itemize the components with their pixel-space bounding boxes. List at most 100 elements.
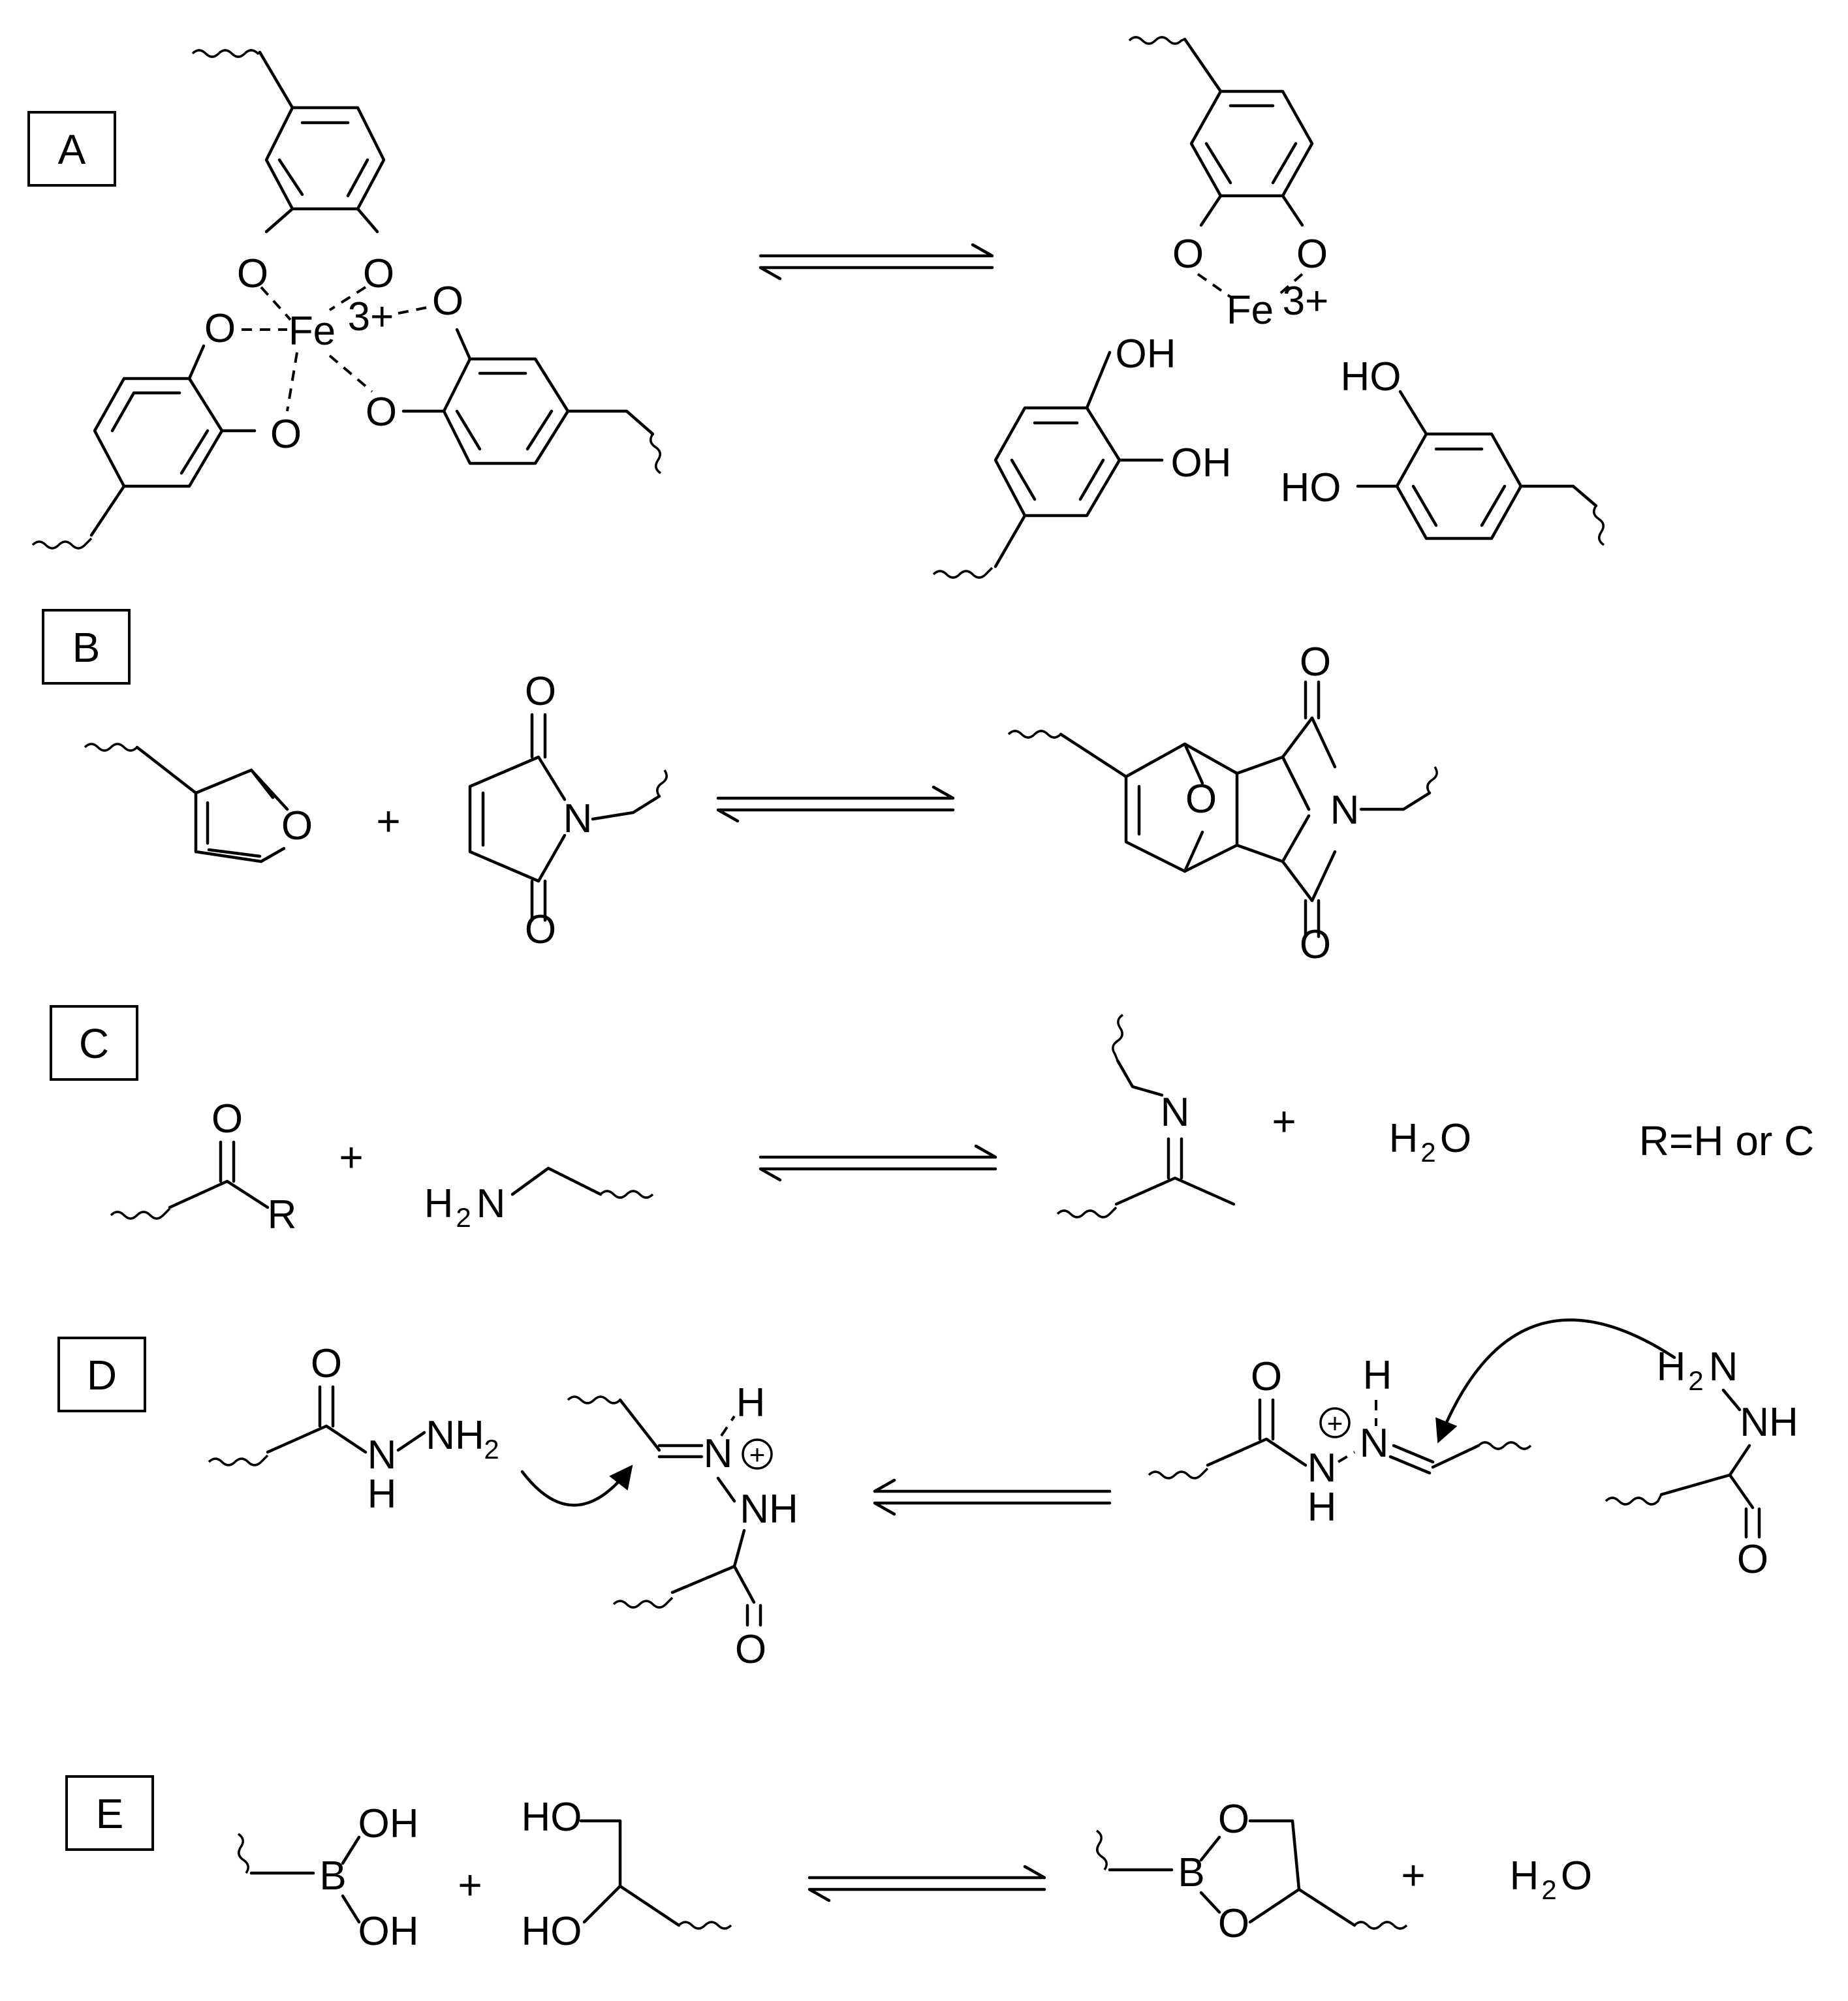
equilibrium-arrow	[807, 1865, 1046, 1902]
atom-boron: B	[1178, 1850, 1204, 1895]
charge-label: 3+	[1283, 279, 1329, 324]
subscript-2: 2	[1541, 1874, 1556, 1905]
water: H 2 O	[1389, 1116, 1472, 1168]
atom-nitrogen: N	[368, 1433, 397, 1478]
wavy-bond	[1605, 1494, 1663, 1506]
positive-charge: +	[1327, 1408, 1343, 1438]
atom-r: R	[268, 1192, 297, 1237]
catechol-ring-left	[31, 344, 257, 550]
diels-alder-adduct	[1007, 680, 1438, 938]
atom-oxygen: O	[1185, 777, 1217, 822]
catechol-fe-complex	[1128, 36, 1314, 227]
atom-oxygen: O	[1172, 232, 1204, 277]
diol: HO HO	[522, 1795, 732, 1954]
atom-hydrogen: H	[368, 1472, 397, 1517]
wavy-bond	[1426, 766, 1438, 794]
catechol-ring-top	[191, 49, 386, 234]
atom-nitrogen: N	[563, 796, 593, 841]
equilibrium-arrow	[759, 1144, 997, 1182]
wavy-bond	[678, 1921, 732, 1930]
wavy-bond	[1112, 1014, 1124, 1061]
acylhydrazonium-product: O N H + N H	[1148, 1353, 1532, 1530]
atom-hydrogen: H	[1308, 1485, 1337, 1530]
atom-oxygen: O	[1218, 1797, 1249, 1842]
wavy-bond	[656, 769, 668, 797]
wavy-bond	[1477, 1441, 1532, 1450]
panel-e: E B OH OH + HO HO B	[65, 1775, 1593, 1954]
atom-boron: B	[319, 1854, 346, 1899]
atom-hydroxyl: HO	[522, 1795, 582, 1840]
hydrazide: H 2 N NH O	[1605, 1344, 1798, 1582]
atom-hydroxyl: OH	[1116, 332, 1176, 377]
atom-hydrogen: H	[1389, 1116, 1418, 1161]
panel-label-box-d	[57, 1337, 146, 1412]
panel-label-box-a	[27, 111, 116, 187]
imine	[1056, 1014, 1236, 1218]
atom-nitrogen: N	[1308, 1446, 1337, 1491]
panel-label-box-c	[50, 1005, 138, 1081]
wavy-bond	[599, 1190, 654, 1199]
curved-arrow	[520, 1465, 633, 1507]
panel-label-a: A	[58, 126, 86, 173]
atom-nitrogen-h: NH	[426, 1413, 484, 1458]
panel-label-d: D	[87, 1352, 117, 1399]
panel-label-box-e	[65, 1775, 154, 1851]
atom-nitrogen: N	[1709, 1344, 1738, 1389]
wavy-bond	[208, 1454, 269, 1466]
plus-sign: +	[376, 798, 400, 845]
atom-oxygen: O	[1440, 1116, 1471, 1161]
boronate-ester: B O O	[1095, 1797, 1408, 1946]
atom-oxygen: O	[204, 306, 236, 351]
atom-nitrogen-h: NH	[1740, 1400, 1798, 1445]
atom-hydroxyl: OH	[1171, 441, 1232, 486]
atom-hydrogen: H	[1657, 1344, 1686, 1389]
positive-charge-circle	[1319, 1407, 1351, 1438]
curved-arrow	[1435, 1318, 1676, 1444]
atom-oxygen: O	[211, 1096, 243, 1141]
atom-hydroxyl: HO	[1341, 354, 1402, 399]
furan	[84, 743, 289, 863]
subscript-2: 2	[456, 1202, 471, 1233]
atom-hydroxyl: OH	[358, 1909, 419, 1954]
plus-sign: +	[458, 1861, 482, 1908]
charge-label: 3+	[348, 294, 394, 339]
panel-b: B O + O N O	[42, 609, 1438, 967]
atom-hydrogen: H	[424, 1181, 454, 1226]
wavy-bond	[31, 537, 93, 550]
atom-nitrogen-h: NH	[740, 1487, 798, 1532]
hydrazonium-intermediate: N H + NH O	[567, 1380, 798, 1672]
equilibrium-arrow	[873, 1478, 1112, 1516]
wavy-bond	[612, 1596, 674, 1609]
wavy-bond	[932, 566, 994, 579]
equilibrium-arrow	[759, 243, 994, 281]
atom-oxygen: O	[1251, 1354, 1282, 1399]
plus-sign: +	[339, 1134, 363, 1181]
atom-nitrogen: N	[704, 1431, 733, 1476]
plus-sign: +	[1401, 1852, 1425, 1899]
panel-c: C O R + H 2 N N	[50, 1005, 1814, 1237]
atom-iron: Fe	[289, 309, 336, 354]
atom-hydroxyl: HO	[1281, 465, 1341, 510]
plus-sign: +	[1272, 1098, 1296, 1145]
wavy-bond	[650, 433, 662, 474]
subscript-2: 2	[1688, 1365, 1703, 1396]
subscript-2: 2	[1420, 1137, 1435, 1168]
equilibrium-arrow	[716, 785, 955, 823]
wavy-bond	[237, 1833, 249, 1874]
wavy-bond	[1095, 1829, 1108, 1870]
wavy-bond	[1007, 730, 1062, 739]
maleimide: O	[468, 669, 668, 922]
atom-oxygen: O	[363, 251, 394, 296]
atom-hydrogen: H	[1363, 1353, 1392, 1398]
wavy-bond	[191, 49, 261, 58]
subscript-2: 2	[484, 1434, 499, 1465]
water: H 2 O	[1510, 1854, 1593, 1905]
carbonyl: O	[110, 1096, 270, 1220]
atom-oxygen: O	[281, 803, 313, 848]
atom-hydrogen: H	[736, 1380, 766, 1425]
atom-oxygen: O	[270, 412, 302, 457]
panel-label-e: E	[96, 1790, 124, 1837]
wavy-bond	[1353, 1921, 1408, 1930]
atom-oxygen: O	[1737, 1537, 1768, 1582]
atom-oxygen: O	[366, 390, 397, 435]
